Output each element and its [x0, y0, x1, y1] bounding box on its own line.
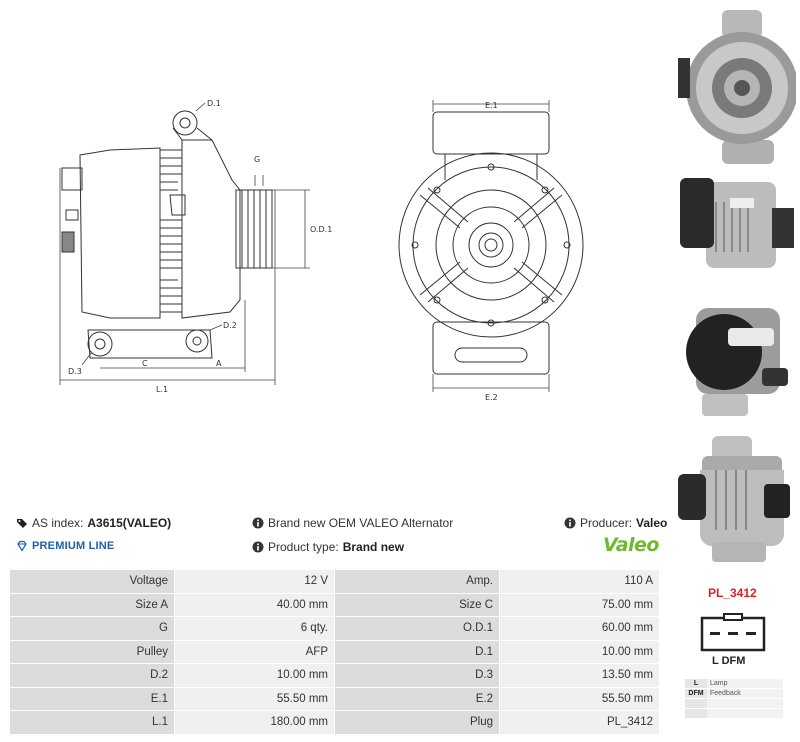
spec-label: L.1 [9, 710, 175, 735]
front-view [398, 100, 584, 392]
legend-value: Feedback [707, 689, 783, 698]
product-photo-rear[interactable] [672, 294, 796, 422]
premium-line-row: PREMIUM LINE [16, 540, 114, 552]
as-index-value: A3615(VALEO) [87, 516, 172, 530]
label-d3: D.3 [68, 367, 82, 376]
label-e2: E.2 [485, 393, 498, 402]
spec-label: D.3 [334, 663, 500, 688]
label-l1: L.1 [156, 385, 168, 394]
label-c: C [142, 359, 148, 368]
legend-value [707, 709, 783, 718]
spec-value: 75.00 mm [499, 592, 660, 617]
product-photo-angle[interactable] [672, 434, 796, 470]
spec-value: 12 V [174, 569, 335, 594]
side-view-housing [79, 147, 161, 319]
spec-value: 60.00 mm [499, 616, 660, 641]
side-view-fins [160, 149, 182, 313]
legend-value [707, 699, 783, 708]
technical-drawing: D.1 G O.D.1 D.2 D.3 C A L.1 E.1 E.2 [59, 99, 584, 402]
label-a: A [216, 359, 222, 368]
product-photo-side[interactable] [672, 172, 796, 284]
info-icon [252, 517, 264, 529]
spec-label: O.D.1 [334, 616, 500, 641]
product-info: AS index: A3615(VALEO) Brand new OEM VAL… [10, 510, 667, 566]
producer-value: Valeo [636, 516, 668, 530]
valeo-logo: Valeo [602, 534, 660, 556]
spec-value: 13.50 mm [499, 663, 660, 688]
label-od1: O.D.1 [310, 225, 332, 234]
spec-label: Plug [334, 710, 500, 735]
producer-label: Producer: [580, 516, 633, 530]
spec-value: PL_3412 [499, 710, 660, 735]
info-icon [564, 517, 576, 529]
spec-label: D.2 [9, 663, 175, 688]
spec-label: E.1 [9, 686, 175, 711]
product-photo-strip [668, 0, 800, 470]
spec-label: Voltage [9, 569, 175, 594]
legend-row [685, 699, 783, 708]
spec-label: Pulley [9, 639, 175, 664]
as-index-label: AS index: [32, 516, 84, 530]
spec-label: Amp. [334, 569, 500, 594]
lug-d1 [172, 110, 198, 136]
product-photo-angle-body[interactable] [672, 470, 796, 570]
description-row: Brand new OEM VALEO Alternator [252, 516, 453, 530]
spec-value: AFP [174, 639, 335, 664]
spec-value: 55.50 mm [174, 686, 335, 711]
plug-pin-labels: L DFM [712, 655, 746, 667]
as-index-row: AS index: A3615(VALEO) [16, 516, 171, 530]
diamond-icon [17, 540, 27, 552]
spec-value: 180.00 mm [174, 710, 335, 735]
legend-key: DFM [688, 690, 704, 697]
plug-connector-icon [700, 613, 766, 652]
producer-row: Producer: Valeo [564, 516, 667, 530]
spec-label: E.2 [334, 686, 500, 711]
product-type-value: Brand new [342, 540, 405, 554]
spec-label: D.1 [334, 639, 500, 664]
legend-row [685, 709, 783, 718]
spec-label: Size C [334, 592, 500, 617]
label-e1: E.1 [485, 101, 498, 110]
spec-value: 6 qty. [174, 616, 335, 641]
spec-value: 55.50 mm [499, 686, 660, 711]
product-type-row: Product type: Brand new [252, 540, 404, 554]
spec-value: 110 A [499, 569, 660, 594]
label-d2: D.2 [223, 321, 237, 330]
plug-code: PL_3412 [708, 586, 757, 600]
spec-value: 10.00 mm [174, 663, 335, 688]
label-g: G [254, 155, 260, 164]
spec-label: G [9, 616, 175, 641]
label-d1: D.1 [207, 99, 221, 108]
spec-value: 10.00 mm [499, 639, 660, 664]
side-view-rear-cap [61, 167, 83, 191]
spec-label: Size A [9, 592, 175, 617]
spec-value: 40.00 mm [174, 592, 335, 617]
legend-value: Lamp [707, 679, 783, 688]
product-description: Brand new OEM VALEO Alternator [268, 516, 454, 530]
legend-row: L Lamp [685, 679, 783, 688]
side-view-front-housing [181, 139, 241, 319]
product-type-label: Product type: [268, 540, 339, 554]
legend-key: L [693, 680, 699, 687]
alternator-dimension-diagram: D.1 G O.D.1 D.2 D.3 C A L.1 E.1 E.2 [59, 99, 584, 402]
info-icon [252, 541, 264, 553]
tag-icon [17, 519, 27, 528]
product-photo-front[interactable] [672, 8, 796, 166]
premium-line-label: PREMIUM LINE [32, 540, 115, 552]
